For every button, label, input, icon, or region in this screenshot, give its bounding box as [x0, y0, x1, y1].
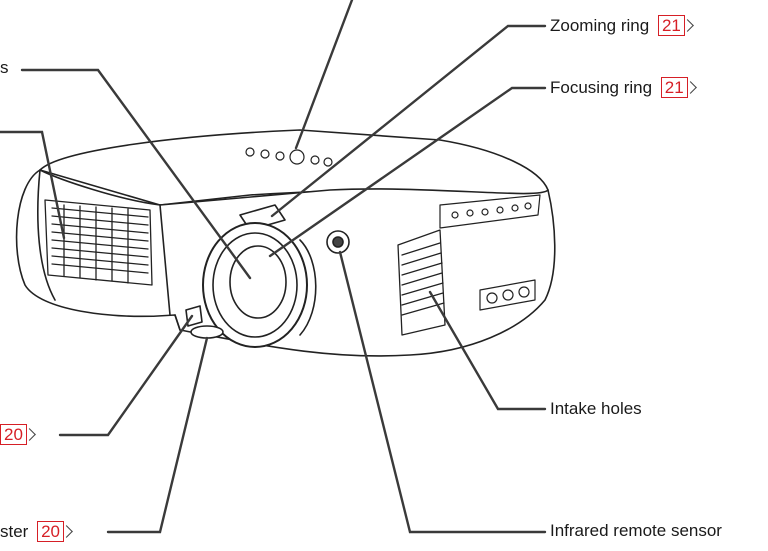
top-buttons [245, 147, 333, 167]
label-zooming-ring: Zooming ring 21 [550, 15, 694, 36]
leader-sensor [338, 250, 547, 534]
leader-top-buttons [294, 0, 354, 150]
label-lens-partial: s [0, 58, 9, 77]
leader-vent [0, 130, 66, 240]
left-vent-grille [44, 199, 153, 286]
leader-adjuster [106, 336, 209, 534]
label-intake-holes: Intake holes [550, 399, 642, 418]
side-terminal-panel [439, 194, 541, 311]
lens-assembly [202, 204, 317, 348]
page-reference-zoom[interactable]: 21 [657, 15, 694, 36]
leader-lens [20, 68, 252, 280]
page-reference-focus[interactable]: 21 [660, 77, 697, 98]
projector-side-panel [159, 204, 181, 331]
label-foot-partial: 20 [0, 424, 36, 445]
label-focusing-ring: Focusing ring 21 [550, 77, 697, 98]
leader-zoom [270, 24, 547, 218]
intake-vent-grille [397, 229, 446, 336]
front-seam [37, 169, 56, 301]
ir-sensor-eye [332, 236, 344, 248]
label-adjuster-partial: ster 20 [0, 521, 73, 542]
label-infrared-remote-sensor: Infrared remote sensor [550, 521, 722, 540]
page-reference-adjuster[interactable]: 20 [37, 521, 73, 542]
foot-adjuster [185, 305, 224, 339]
page-reference-foot[interactable]: 20 [0, 424, 36, 445]
leader-intake [428, 290, 547, 411]
leader-focus [268, 86, 547, 258]
leader-foot [58, 314, 194, 437]
